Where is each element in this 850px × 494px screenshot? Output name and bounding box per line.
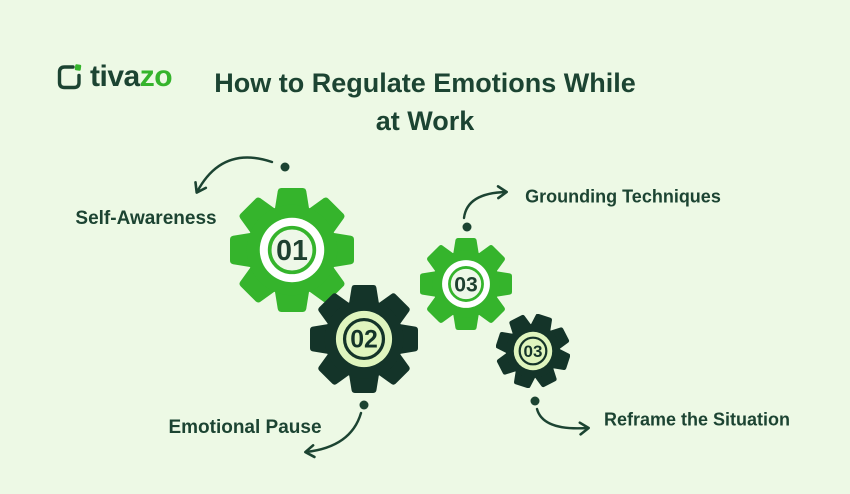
gear-02-icon: 02 xyxy=(310,285,418,393)
self-awareness-dot xyxy=(280,162,290,172)
brand-logo: tivazo xyxy=(56,60,173,93)
emotional-pause-label: Emotional Pause xyxy=(168,417,322,438)
page-title-line2: at Work xyxy=(375,106,475,136)
self-awareness-arrow xyxy=(194,156,274,194)
reframe-the-situation-dot xyxy=(530,396,540,406)
gear-03-icon: 03 xyxy=(420,238,512,330)
reframe-the-situation-arrow xyxy=(535,407,590,436)
grounding-techniques-arrow xyxy=(462,185,508,220)
gear-04-number: 03 xyxy=(524,342,543,361)
grounding-techniques-dot xyxy=(462,222,472,232)
brand-logo-text: tivazo xyxy=(90,60,173,93)
brand-logo-icon xyxy=(57,64,82,90)
gear-02-number: 02 xyxy=(350,327,378,354)
reframe-the-situation-label: Reframe the Situation xyxy=(603,409,791,430)
page-title: How to Regulate Emotions While at Work xyxy=(0,64,850,140)
grounding-techniques-label: Grounding Techniques xyxy=(525,186,721,207)
page-title-line1: How to Regulate Emotions While xyxy=(214,68,636,98)
brand-name-suffix: zo xyxy=(139,60,173,93)
gear-01-icon: 01 xyxy=(230,188,354,312)
gear-01-number: 01 xyxy=(276,235,308,267)
emotional-pause-dot xyxy=(359,400,369,410)
emotional-pause-arrow xyxy=(304,411,363,459)
gear-03-number: 03 xyxy=(454,273,478,296)
self-awareness-label: Self-Awareness xyxy=(75,208,217,229)
brand-name-prefix: tiva xyxy=(90,60,140,93)
gear-04-icon: 03 xyxy=(496,314,570,388)
